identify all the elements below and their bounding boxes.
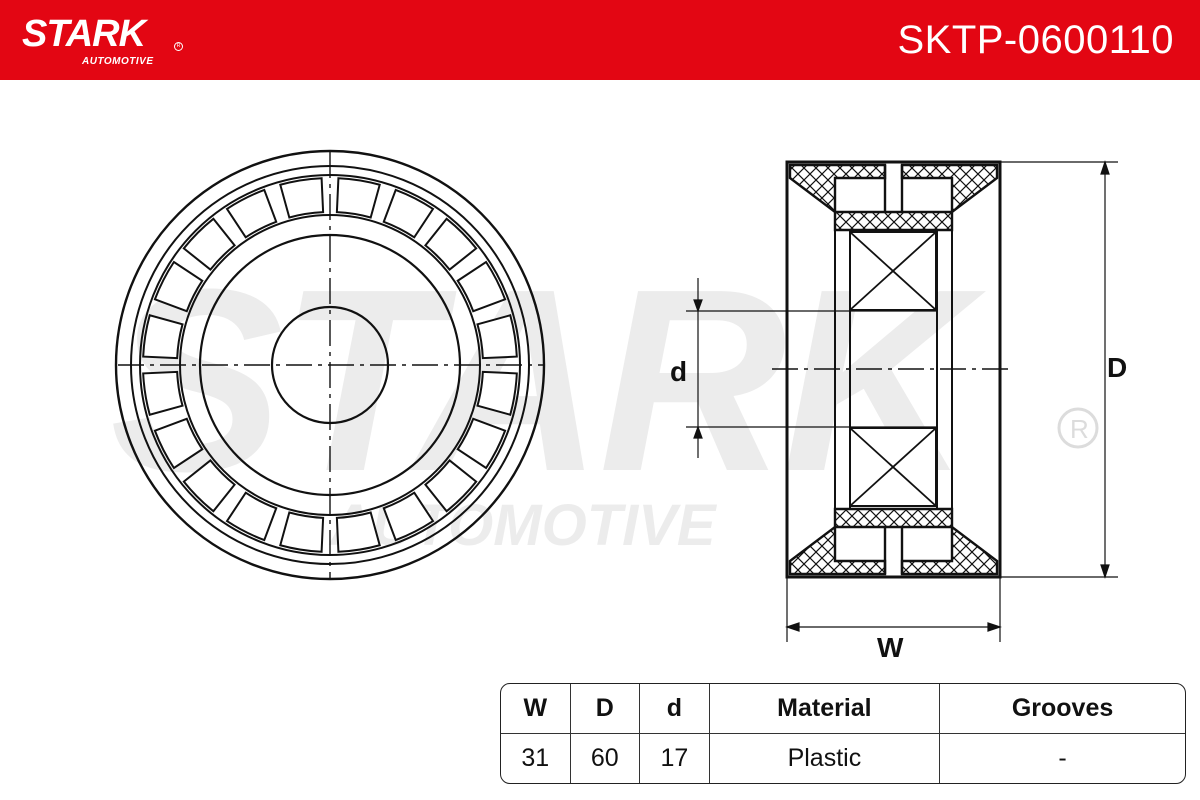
watermark-sub: AUTOMOTIVE [328,493,718,558]
roller-segment [225,188,278,239]
roller-segment [142,314,184,360]
roller-segment [279,177,325,219]
roller-segment [153,417,204,470]
roller-segment [382,188,435,239]
spec-value-big-d: 60 [571,734,641,783]
roller-segment [335,511,381,553]
bottom-hatch-left [788,524,887,576]
dimension-d-big [1000,160,1118,579]
brand-logo: STARK R AUTOMOTIVE [22,14,192,70]
roller-segment [382,491,435,542]
watermark-main: STARK [110,236,990,526]
roller-segment [476,314,518,360]
technical-drawing: STARK AUTOMOTIVE R [110,149,1127,663]
inner-race-top [833,210,954,232]
roller-segment [279,511,325,553]
roller-segment [424,217,478,271]
inner-race-bottom [833,507,954,529]
spec-header-grooves: Grooves [940,684,1185,734]
spec-value-row: 31 60 17 Plastic - [501,734,1185,783]
watermark: STARK AUTOMOTIVE R [110,236,1099,558]
roller-segment [153,260,204,313]
roller-segment [456,417,507,470]
label-big-d: D [1107,352,1127,383]
spec-value-w: 31 [501,734,571,783]
spec-table: W D d Material Grooves 31 60 17 Plastic … [500,683,1186,784]
spec-value-material: Plastic [710,734,941,783]
roller-segment [456,260,507,313]
watermark-reg: R [1070,414,1089,444]
top-hatch-left [788,163,887,215]
dimension-d-small [686,278,936,458]
spec-value-small-d: 17 [640,734,710,783]
roller-segment [335,177,381,219]
spec-header-big-d: D [570,684,641,734]
roller-segment [182,217,236,271]
part-number: SKTP-0600110 [897,18,1174,62]
roller-segment [182,459,236,513]
spec-header-material: Material [709,684,941,734]
roller-segment [225,491,278,542]
spec-header-row: W D d Material Grooves [501,684,1185,734]
rollers [142,177,518,553]
roller-segment [476,370,518,416]
spec-value-grooves: - [1058,744,1067,772]
bottom-hatch-right [900,524,999,576]
front-center-lines [118,152,544,578]
side-view [785,160,1002,579]
label-small-d: d [670,356,687,387]
label-w: W [877,632,904,663]
brand-name: STARK [22,13,146,55]
dimension-w [785,577,1002,642]
watermark-reg-icon [1057,407,1099,449]
roller-segment [424,459,478,513]
brand-tagline: AUTOMOTIVE [82,56,154,67]
registered-mark-icon: R [174,42,183,51]
top-hatch-right [900,163,999,215]
spec-header-w: W [501,684,571,734]
roller-segment [142,370,184,416]
header-bar: STARK R AUTOMOTIVE SKTP-0600110 [0,0,1200,80]
spec-header-small-d: d [640,684,710,734]
